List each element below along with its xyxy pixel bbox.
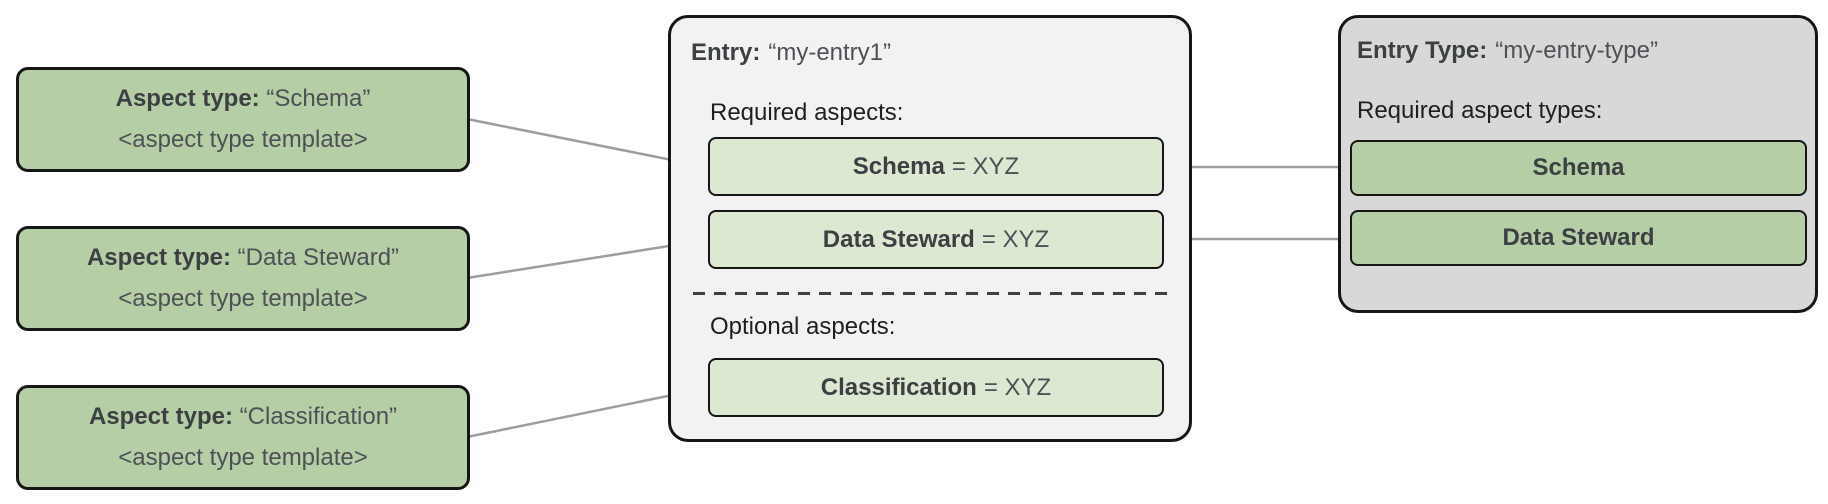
required-aspect-type-pill-data-steward: Data Steward [1350,210,1807,266]
entry-title: Entry: “my-entry1” [691,38,891,68]
aspect-name: Schema [852,152,945,180]
entry-type-name: “my-entry-type” [1495,37,1658,64]
optional-aspects-heading: Optional aspects: [710,313,896,340]
required-aspect-types-heading: Required aspect types: [1357,97,1603,124]
aspect-type-box-classification: Aspect type: “Classification” <aspect ty… [16,385,470,490]
entry-type-label: Entry Type: [1357,37,1488,64]
aspect-type-title: Aspect type: “Data Steward” [87,244,399,272]
aspect-name: Classification [820,373,977,401]
aspect-type-template: <aspect type template> [118,444,368,471]
entry-name: “my-entry1” [768,39,892,66]
aspect-type-label: Aspect type: [115,85,260,112]
required-aspect-pill-data-steward: Data Steward= XYZ [708,210,1164,269]
entry-type-title: Entry Type: “my-entry-type” [1357,36,1658,66]
aspect-type-name: “Schema” [266,85,371,112]
aspect-value: = XYZ [951,152,1020,180]
dashed-divider [693,292,1171,295]
required-aspect-pill-schema: Schema= XYZ [708,137,1164,196]
aspect-type-label: Aspect type: [88,403,233,430]
aspect-name: Data Steward [822,225,975,253]
aspect-type-title: Aspect type: “Classification” [89,403,397,431]
aspect-type-name: “Data Steward” [237,244,400,271]
entry-label: Entry: [691,39,761,66]
optional-aspect-pill-classification: Classification= XYZ [708,358,1164,417]
aspect-value: = XYZ [983,373,1052,401]
entry-type-panel: Entry Type: “my-entry-type” Required aspe… [1338,15,1818,313]
aspect-type-template: <aspect type template> [118,285,368,312]
required-aspects-heading: Required aspects: [710,99,904,126]
aspect-type-box-schema: Aspect type: “Schema” <aspect type templ… [16,67,470,172]
aspect-type-box-data-steward: Aspect type: “Data Steward” <aspect type… [16,226,470,331]
aspect-type-label: Aspect type: [86,244,231,271]
entry-panel: Entry: “my-entry1” Required aspects: Sche… [668,15,1192,442]
aspect-type-title: Aspect type: “Schema” [116,85,371,113]
aspect-value: = XYZ [981,225,1050,253]
required-aspect-type-pill-schema: Schema [1350,140,1807,196]
aspect-type-template: <aspect type template> [118,126,368,153]
aspect-type-name: “Classification” [239,403,398,430]
